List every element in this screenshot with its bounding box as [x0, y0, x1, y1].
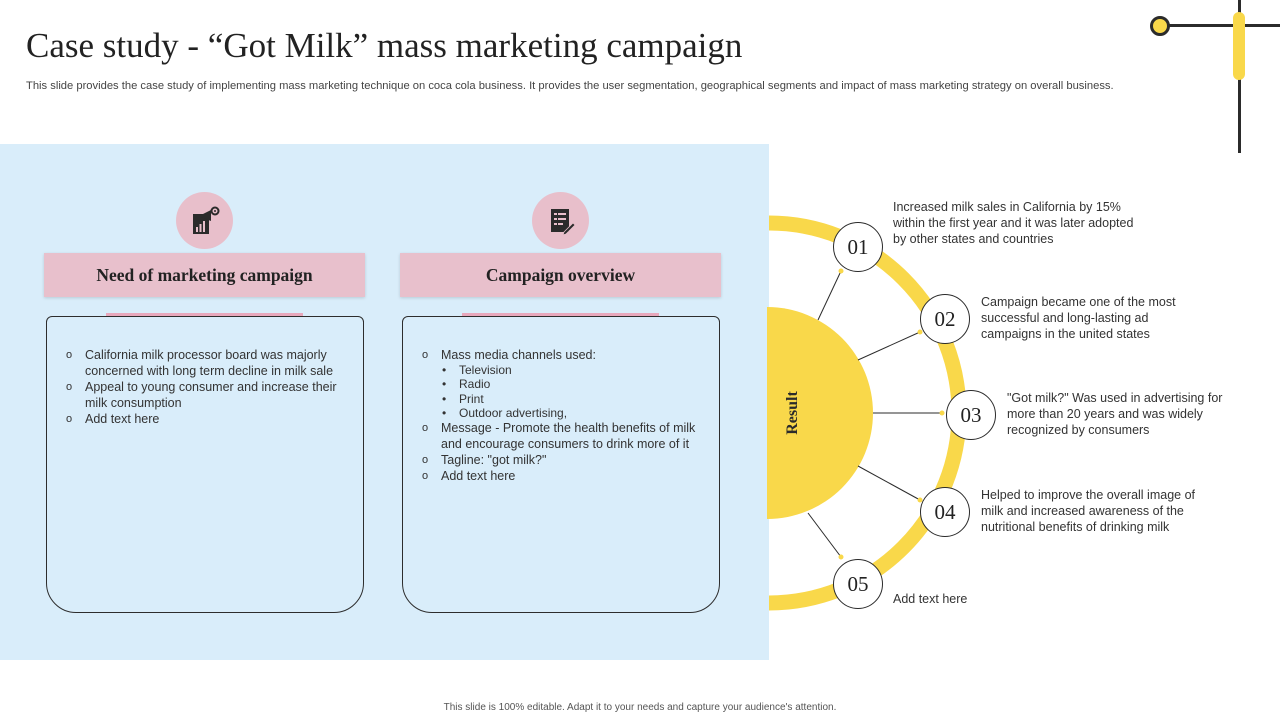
connector-lines	[807, 270, 942, 558]
overview-list: Mass media channels used: Television Rad…	[422, 347, 699, 484]
result-text-05: Add text here	[893, 592, 968, 606]
page-title: Case study - “Got Milk” mass marketing c…	[26, 26, 743, 65]
decor-yellow-bar	[1233, 12, 1245, 80]
campaign-overview-card: Mass media channels used: Television Rad…	[402, 316, 720, 613]
result-text-03: "Got milk?" Was used in advertising for …	[1007, 391, 1223, 437]
need-list: California milk processor board was majo…	[66, 347, 343, 427]
list-item: Appeal to young consumer and increase th…	[66, 379, 343, 411]
result-node-01: 01	[833, 222, 883, 272]
card-accent-line	[462, 313, 659, 317]
result-node-04: 04	[920, 487, 970, 537]
channel-item: Outdoor advertising,	[422, 406, 699, 421]
decor-line-horizontal	[1160, 24, 1280, 27]
result-text-01: Increased milk sales in California by 15…	[893, 200, 1134, 246]
channel-item: Print	[422, 392, 699, 407]
decor-dot	[1150, 16, 1170, 36]
list-item: Add text here	[422, 468, 699, 484]
list-item: Tagline: "got milk?"	[422, 452, 699, 468]
result-label: Result	[784, 391, 801, 435]
need-of-campaign-card: California milk processor board was majo…	[46, 316, 364, 613]
page-subtitle: This slide provides the case study of im…	[26, 80, 1114, 92]
result-node-03: 03	[946, 390, 996, 440]
document-checklist-icon	[532, 192, 589, 249]
need-of-campaign-header: Need of marketing campaign	[44, 253, 365, 297]
campaign-overview-header: Campaign overview	[400, 253, 721, 297]
list-item: Mass media channels used:	[422, 347, 699, 363]
footer-note: This slide is 100% editable. Adapt it to…	[443, 702, 837, 713]
marketing-megaphone-icon	[176, 192, 233, 249]
list-item: Message - Promote the health benefits of…	[422, 420, 699, 452]
result-node-02: 02	[920, 294, 970, 344]
list-item: Add text here	[66, 411, 343, 427]
channel-item: Television	[422, 363, 699, 378]
result-text-02: Campaign became one of the most successf…	[981, 295, 1176, 341]
list-item: California milk processor board was majo…	[66, 347, 343, 379]
result-half-circle	[767, 307, 873, 519]
connector-dots	[838, 268, 945, 560]
result-text-04: Helped to improve the overall image of m…	[981, 488, 1196, 534]
result-node-05: 05	[833, 559, 883, 609]
card-accent-line	[106, 313, 303, 317]
channel-item: Radio	[422, 377, 699, 392]
